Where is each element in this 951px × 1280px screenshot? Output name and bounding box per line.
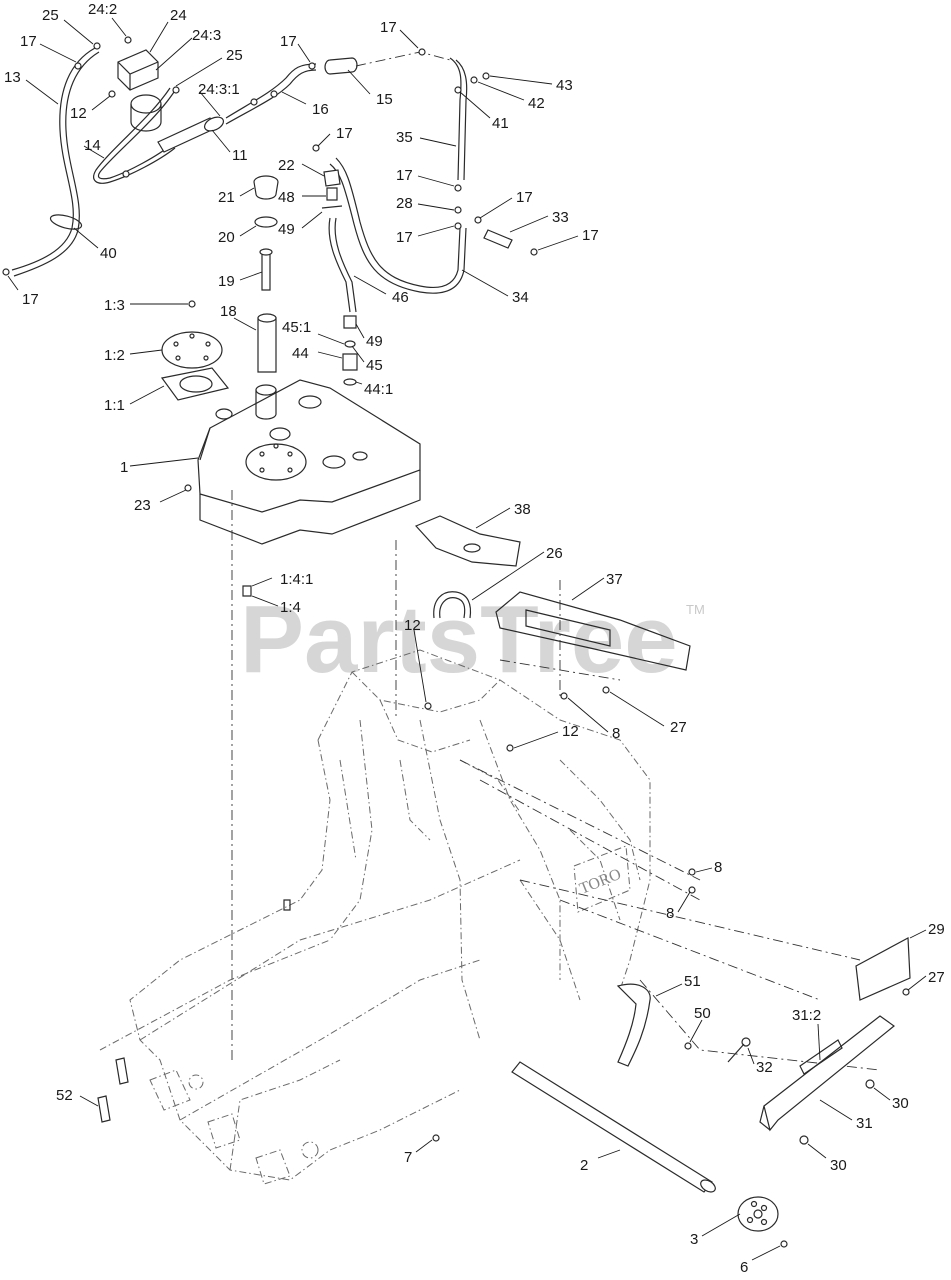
callout-1-3: 1:3 [104, 297, 125, 314]
callout-49: 49 [278, 221, 295, 238]
callout-33: 33 [552, 209, 569, 226]
callout-38: 38 [514, 501, 531, 518]
callout-19: 19 [218, 273, 235, 290]
leader-lines [7, 17, 927, 1261]
callout-41: 41 [492, 115, 509, 132]
callout-44: 44 [292, 345, 309, 362]
callout-24-2: 24:2 [88, 1, 117, 18]
callout-17: 17 [516, 189, 533, 206]
callout-30: 30 [892, 1095, 909, 1112]
callout-45: 45 [366, 357, 383, 374]
callout-18: 18 [220, 303, 237, 320]
callout-24-3: 24:3 [192, 27, 221, 44]
callout-26: 26 [546, 545, 563, 562]
callout-22: 22 [278, 157, 295, 174]
callout-31: 31 [856, 1115, 873, 1132]
callout-12: 12 [70, 105, 87, 122]
callout-23: 23 [134, 497, 151, 514]
callout-17: 17 [280, 33, 297, 50]
callout-30: 30 [830, 1157, 847, 1174]
callout-52: 52 [56, 1087, 73, 1104]
lower-parts [97, 686, 911, 1248]
callout-7: 7 [404, 1149, 412, 1166]
callout-12: 12 [404, 617, 421, 634]
callout-8: 8 [666, 905, 674, 922]
callout-46: 46 [392, 289, 409, 306]
callout-8: 8 [714, 859, 722, 876]
callout-16: 16 [312, 101, 329, 118]
callout-12: 12 [562, 723, 579, 740]
brand-plate-text: TORO [577, 866, 623, 898]
callout-1-4-1: 1:4:1 [280, 571, 313, 588]
watermark: PartsTree [240, 586, 678, 693]
callout-51: 51 [684, 973, 701, 990]
callout-29: 29 [928, 921, 945, 938]
callout-8: 8 [612, 725, 620, 742]
callout-17: 17 [582, 227, 599, 244]
callout-44-1: 44:1 [364, 381, 393, 398]
callout-32: 32 [756, 1059, 773, 1076]
callout-50: 50 [694, 1005, 711, 1022]
callout-17: 17 [380, 19, 397, 36]
callout-2: 2 [580, 1157, 588, 1174]
callout-45-1: 45:1 [282, 319, 311, 336]
callout-43: 43 [556, 77, 573, 94]
callout-21: 21 [218, 189, 235, 206]
callout-1: 1 [120, 459, 128, 476]
clamps-fasteners [2, 36, 538, 492]
callout-35: 35 [396, 129, 413, 146]
callout-3: 3 [690, 1231, 698, 1248]
callout-1-4: 1:4 [280, 599, 301, 616]
fuel-tank [197, 379, 421, 1060]
fuel-system-lines [11, 47, 513, 313]
callout-27: 27 [670, 719, 687, 736]
callout-11: 11 [232, 147, 248, 164]
callout-17: 17 [396, 167, 413, 184]
callout-17: 17 [20, 33, 37, 50]
callout-15: 15 [376, 91, 393, 108]
callout-28: 28 [396, 195, 413, 212]
callout-14: 14 [84, 137, 101, 154]
watermark-tm: TM [686, 602, 705, 617]
callout-6: 6 [740, 1259, 748, 1276]
callout-17: 17 [336, 125, 353, 142]
callout-34: 34 [512, 289, 529, 306]
callout-24-3-1: 24:3:1 [198, 81, 240, 98]
callout-17: 17 [396, 229, 413, 246]
clamp-40 [49, 214, 83, 230]
callout-49: 49 [366, 333, 383, 350]
callout-31-2: 31:2 [792, 1007, 821, 1024]
callout-labels: 25 24:2 24 24:3 25 17 13 12 24:3:1 17 16… [4, 1, 945, 1276]
callout-40: 40 [100, 245, 117, 262]
callout-24: 24 [170, 7, 187, 24]
callout-25: 25 [42, 7, 59, 24]
callout-27: 27 [928, 969, 945, 986]
tank-fittings [160, 169, 358, 401]
callout-25: 25 [226, 47, 243, 64]
callout-17: 17 [22, 291, 39, 308]
callout-20: 20 [218, 229, 235, 246]
callout-13: 13 [4, 69, 21, 86]
callout-48: 48 [278, 189, 295, 206]
callout-42: 42 [528, 95, 545, 112]
callout-1-2: 1:2 [104, 347, 125, 364]
callout-37: 37 [606, 571, 623, 588]
callout-1-1: 1:1 [104, 397, 125, 414]
